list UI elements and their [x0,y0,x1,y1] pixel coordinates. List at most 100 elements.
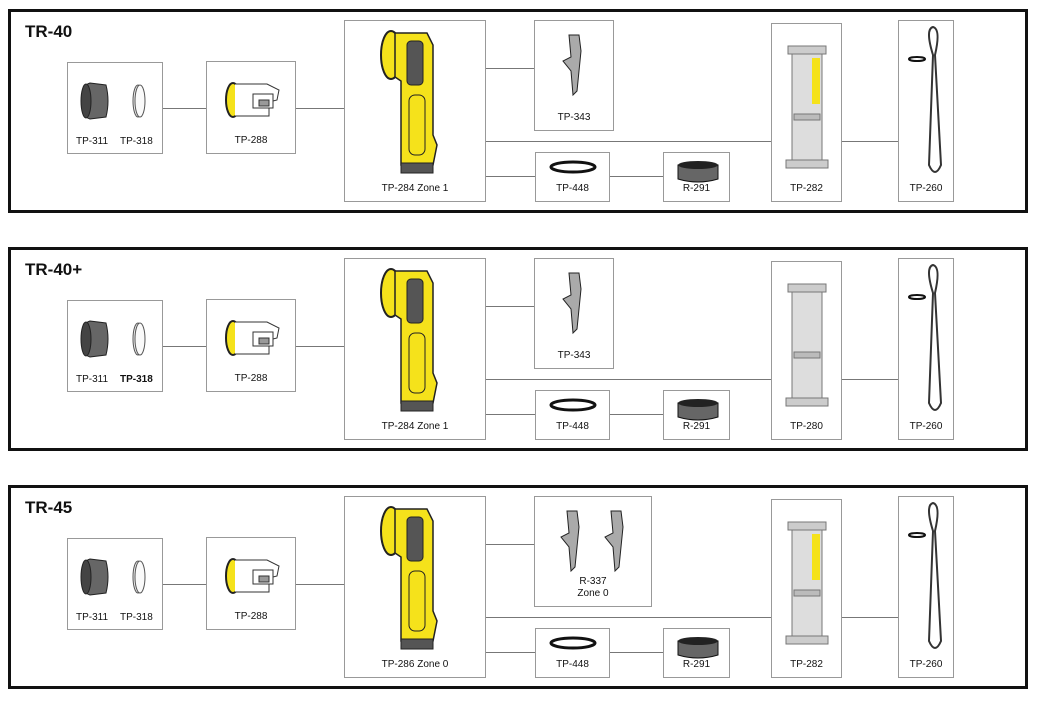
model-title: TR-45 [25,498,73,517]
part-label: TP-343 [557,350,591,361]
part-lanyard[interactable]: TP-260 [898,258,954,440]
part-label: R-291 [682,421,711,432]
part-bezel[interactable]: TP-288 [206,61,296,154]
part-label: Zone 0 [577,588,609,599]
part-label: TP-284 Zone 1 [381,183,449,194]
model-title: TR-40+ [25,260,83,279]
part-label: TP-318 [120,136,153,147]
part-flashlight-body[interactable]: TP-284 Zone 1 [344,20,486,202]
part-label: TP-286 Zone 0 [381,659,449,670]
part-label: TP-318 [120,374,153,385]
belt-clip-icon [604,510,624,573]
part-label: TP-448 [556,421,589,432]
part-label: TP-280 [790,421,823,432]
part-flashlight-body[interactable]: TP-286 Zone 0 [344,496,486,678]
connector-line [610,176,663,177]
connector-line [163,584,206,585]
lanyard-strap-icon [908,25,943,173]
lanyard-strap-icon [908,501,943,649]
lens-cap-icon [80,320,146,358]
connector-line [486,414,535,415]
part-lanyard[interactable]: TP-260 [898,20,954,202]
lens-cap-icon [80,558,146,596]
connector-line [486,617,771,618]
part-belt-clip[interactable]: TP-343 [534,258,614,369]
part-flashlight-body[interactable]: TP-284 Zone 1 [344,258,486,440]
connector-line [486,306,534,307]
part-bezel[interactable]: TP-288 [206,537,296,630]
part-label: R-291 [682,659,711,670]
o-ring-icon [549,160,597,174]
part-label: TP-284 Zone 1 [381,421,449,432]
part-label-group: TP-343 [535,112,613,124]
connector-line [842,617,898,618]
part-label: TP-448 [556,183,589,194]
part-label: TP-260 [909,183,943,194]
part-label: TP-311 [76,136,109,147]
part-label: TP-260 [909,421,943,432]
charging-base-icon [785,283,829,407]
part-label: R-291 [682,183,711,194]
connector-line [486,68,534,69]
part-rubber-ring[interactable]: R-291 [663,628,730,678]
belt-clip-icon [560,510,580,573]
connector-line [163,346,206,347]
connector-line [296,584,344,585]
connector-line [486,141,771,142]
belt-clip-icon [562,34,582,97]
panel-tr-40-: TR-40+ TP-311 TP-318 TP-288 TP-284 Zone … [8,247,1028,451]
part-charging-base[interactable]: TP-282 [771,499,842,678]
connector-line [486,379,771,380]
connector-line [486,544,534,545]
model-title: TR-40 [25,22,73,41]
bezel-head-icon [225,320,280,356]
part-label: TP-288 [234,611,268,622]
part-charging-base[interactable]: TP-282 [771,23,842,202]
part-label: TP-288 [234,373,268,384]
connector-line [610,414,663,415]
part-lens-cap[interactable]: TP-311 TP-318 [67,538,163,630]
part-label: TP-448 [556,659,589,670]
flashlight-body-icon [380,506,438,650]
lens-cap-icon [80,82,146,120]
part-o-ring[interactable]: TP-448 [535,390,610,440]
panel-tr-40: TR-40 TP-311 TP-318 TP-288 TP-284 Zone 1… [8,9,1028,213]
charging-base-icon [785,521,829,645]
connector-line [296,108,344,109]
part-label: TP-288 [234,135,268,146]
part-lens-cap[interactable]: TP-311 TP-318 [67,62,163,154]
part-lanyard[interactable]: TP-260 [898,496,954,678]
o-ring-icon [549,636,597,650]
part-label: TP-282 [790,183,823,194]
o-ring-icon [549,398,597,412]
part-bezel[interactable]: TP-288 [206,299,296,392]
part-label-group: TP-343 [535,350,613,362]
part-label: TP-343 [557,112,591,123]
connector-line [296,346,344,347]
connector-line [486,652,535,653]
belt-clip-icon [562,272,582,335]
connector-line [610,652,663,653]
connector-line [163,108,206,109]
part-label: TP-311 [76,374,109,385]
panel-tr-45: TR-45 TP-311 TP-318 TP-288 TP-286 Zone 0… [8,485,1028,689]
rubber-ring-icon [677,637,719,659]
flashlight-body-icon [380,30,438,174]
part-charging-base[interactable]: TP-280 [771,261,842,440]
part-rubber-ring[interactable]: R-291 [663,390,730,440]
part-lens-cap[interactable]: TP-311 TP-318 [67,300,163,392]
bezel-head-icon [225,558,280,594]
connector-line [842,379,898,380]
part-o-ring[interactable]: TP-448 [535,628,610,678]
part-belt-clip[interactable]: TP-343 [534,20,614,131]
connector-line [486,176,535,177]
rubber-ring-icon [677,399,719,421]
bezel-head-icon [225,82,280,118]
part-label: TP-318 [120,612,153,623]
part-label: TP-260 [909,659,943,670]
part-o-ring[interactable]: TP-448 [535,152,610,202]
part-rubber-ring[interactable]: R-291 [663,152,730,202]
charging-base-icon [785,45,829,169]
